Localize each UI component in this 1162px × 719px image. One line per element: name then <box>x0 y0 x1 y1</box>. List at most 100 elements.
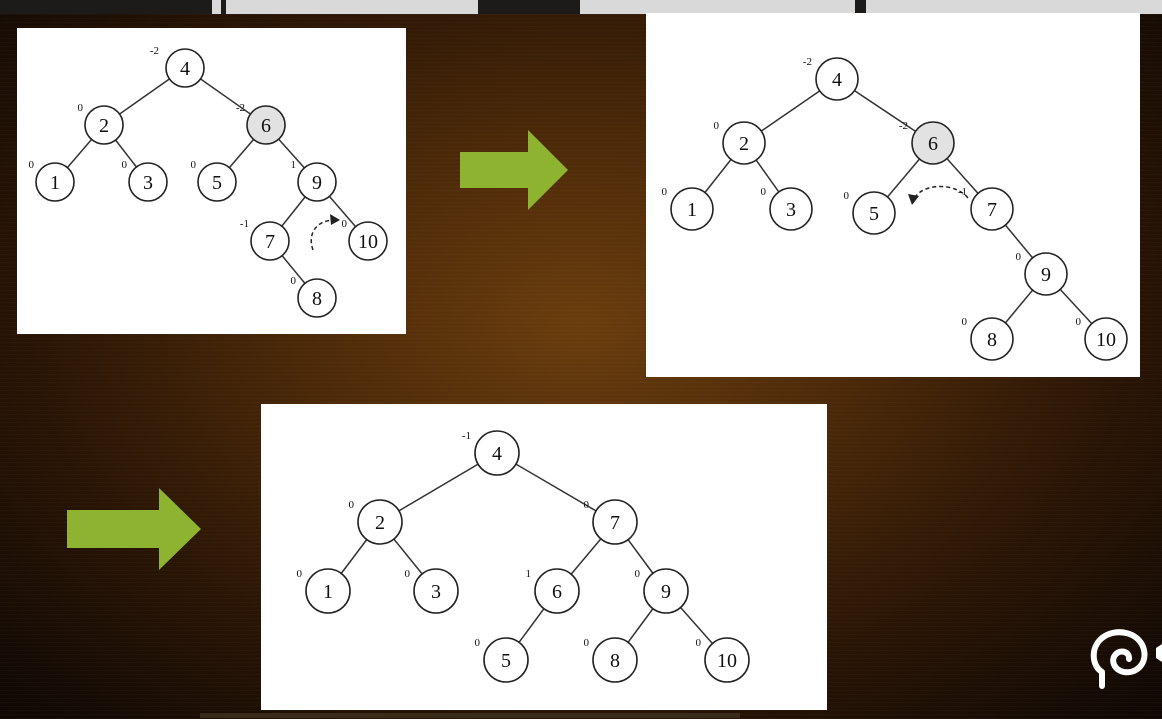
balance-factor: 0 <box>122 159 128 171</box>
balance-factor: 0 <box>662 186 668 198</box>
node-key: 3 <box>143 172 153 194</box>
node-key: 3 <box>431 581 441 603</box>
balance-factor: -2 <box>899 120 908 132</box>
balance-factor: 0 <box>291 275 297 287</box>
node-key: 7 <box>987 199 997 221</box>
node-key: 8 <box>312 288 322 310</box>
thumbnail-edge <box>580 0 855 14</box>
bottom-text-fragment <box>200 713 740 718</box>
node-key: 8 <box>610 650 620 672</box>
balance-factor: 0 <box>349 499 355 511</box>
balance-factor: -2 <box>150 45 159 57</box>
thumbnail-edge <box>226 0 478 14</box>
node-key: 6 <box>552 581 562 603</box>
balance-factor: -1 <box>240 218 249 230</box>
tree-node: 5 0 <box>191 159 237 202</box>
tree-node: 7 -1 <box>240 218 290 261</box>
tree-panel-1: 4 -2 2 0 6 -2 1 0 3 0 5 0 9 1 7 -1 <box>17 28 406 334</box>
node-key: 4 <box>180 58 190 80</box>
node-key: 6 <box>261 115 271 137</box>
node-key: 6 <box>928 133 938 155</box>
tree-node: 1 0 <box>662 186 714 231</box>
tree-panel-3: 4 -1 2 0 7 0 1 0 3 0 6 1 9 0 5 0 <box>261 404 827 710</box>
balance-factor: 0 <box>584 637 590 649</box>
top-thumbnail-strip <box>0 0 1162 14</box>
balance-factor: 0 <box>584 499 590 511</box>
tree-node: 7 -1 <box>958 186 1014 231</box>
tree-edges <box>691 78 1107 340</box>
tree-node: 9 1 <box>291 159 337 202</box>
tree-node: 5 0 <box>475 637 529 683</box>
tree-node: 4 -2 <box>150 45 205 88</box>
node-key: 10 <box>717 650 737 672</box>
tree-node: 6 -2 <box>899 120 955 165</box>
node-key: 8 <box>987 329 997 351</box>
tree-node: 4 -1 <box>462 430 520 476</box>
tree-node: 1 0 <box>297 568 351 614</box>
avl-tree-diagram-1: 4 -2 2 0 6 -2 1 0 3 0 5 0 9 1 7 -1 <box>29 45 388 318</box>
node-key: 1 <box>323 581 333 603</box>
balance-factor: 0 <box>475 637 481 649</box>
balance-factor: 0 <box>342 218 348 230</box>
balance-factor: 0 <box>635 568 641 580</box>
tree-node: 2 0 <box>78 102 124 145</box>
balance-factor: 0 <box>761 186 767 198</box>
tree-node: 7 0 <box>584 499 638 545</box>
node-key: 9 <box>661 581 671 603</box>
balance-factor: 0 <box>191 159 197 171</box>
balance-factor: 0 <box>1076 316 1082 328</box>
balance-factor: 0 <box>405 568 411 580</box>
node-key: 10 <box>358 231 378 253</box>
balance-factor: -2 <box>803 56 812 68</box>
rotation-indicator <box>310 219 336 251</box>
tree-panel-2: 4 -2 2 0 6 -2 1 0 3 0 5 0 7 -1 9 0 <box>646 13 1140 377</box>
node-key: 4 <box>492 443 502 465</box>
thumbnail-edge <box>866 0 1162 14</box>
tree-node: 3 0 <box>761 186 813 231</box>
node-key: 2 <box>99 115 109 137</box>
node-key: 1 <box>50 172 60 194</box>
tree-node: 10 0 <box>696 637 750 683</box>
thumbnail-edge <box>212 0 221 14</box>
right-arrow-icon <box>67 488 201 570</box>
balance-factor: 0 <box>714 120 720 132</box>
spiral-logo-icon <box>1090 629 1162 689</box>
node-key: 3 <box>786 199 796 221</box>
right-arrow-icon <box>460 130 568 210</box>
balance-factor: 1 <box>291 159 297 171</box>
node-key: 10 <box>1096 329 1116 351</box>
node-key: 7 <box>265 231 275 253</box>
balance-factor: 0 <box>78 102 84 114</box>
balance-factor: 0 <box>1016 251 1022 263</box>
tree-node: 10 0 <box>342 218 388 261</box>
tree-node: 8 0 <box>291 275 337 318</box>
tree-node: 6 1 <box>526 568 580 614</box>
node-key: 5 <box>501 650 511 672</box>
balance-factor: 0 <box>297 568 303 580</box>
rotation-arrowhead <box>908 194 919 205</box>
tree-node: 3 0 <box>122 159 168 202</box>
node-key: 7 <box>610 512 620 534</box>
balance-factor: 1 <box>526 568 532 580</box>
node-key: 4 <box>832 69 842 91</box>
rotation-indicator <box>915 185 969 199</box>
balance-factor: -2 <box>236 102 245 114</box>
node-key: 9 <box>1041 264 1051 286</box>
node-key: 5 <box>869 203 879 225</box>
balance-factor: -1 <box>462 430 471 442</box>
balance-factor: 0 <box>844 190 850 202</box>
node-key: 2 <box>375 512 385 534</box>
tree-node: 3 0 <box>405 568 459 614</box>
node-key: 1 <box>687 199 697 221</box>
avl-tree-diagram-2: 4 -2 2 0 6 -2 1 0 3 0 5 0 7 -1 9 0 <box>662 56 1128 361</box>
tree-node: 10 0 <box>1076 316 1128 361</box>
tree-node: 6 -2 <box>236 102 286 145</box>
node-key: 2 <box>739 133 749 155</box>
node-key: 9 <box>312 172 322 194</box>
tree-node: 8 0 <box>962 316 1014 361</box>
node-key: 5 <box>212 172 222 194</box>
tree-edges <box>327 452 728 661</box>
balance-factor: 0 <box>696 637 702 649</box>
tree-node: 2 0 <box>714 120 766 165</box>
tree-node: 9 0 <box>635 568 689 614</box>
